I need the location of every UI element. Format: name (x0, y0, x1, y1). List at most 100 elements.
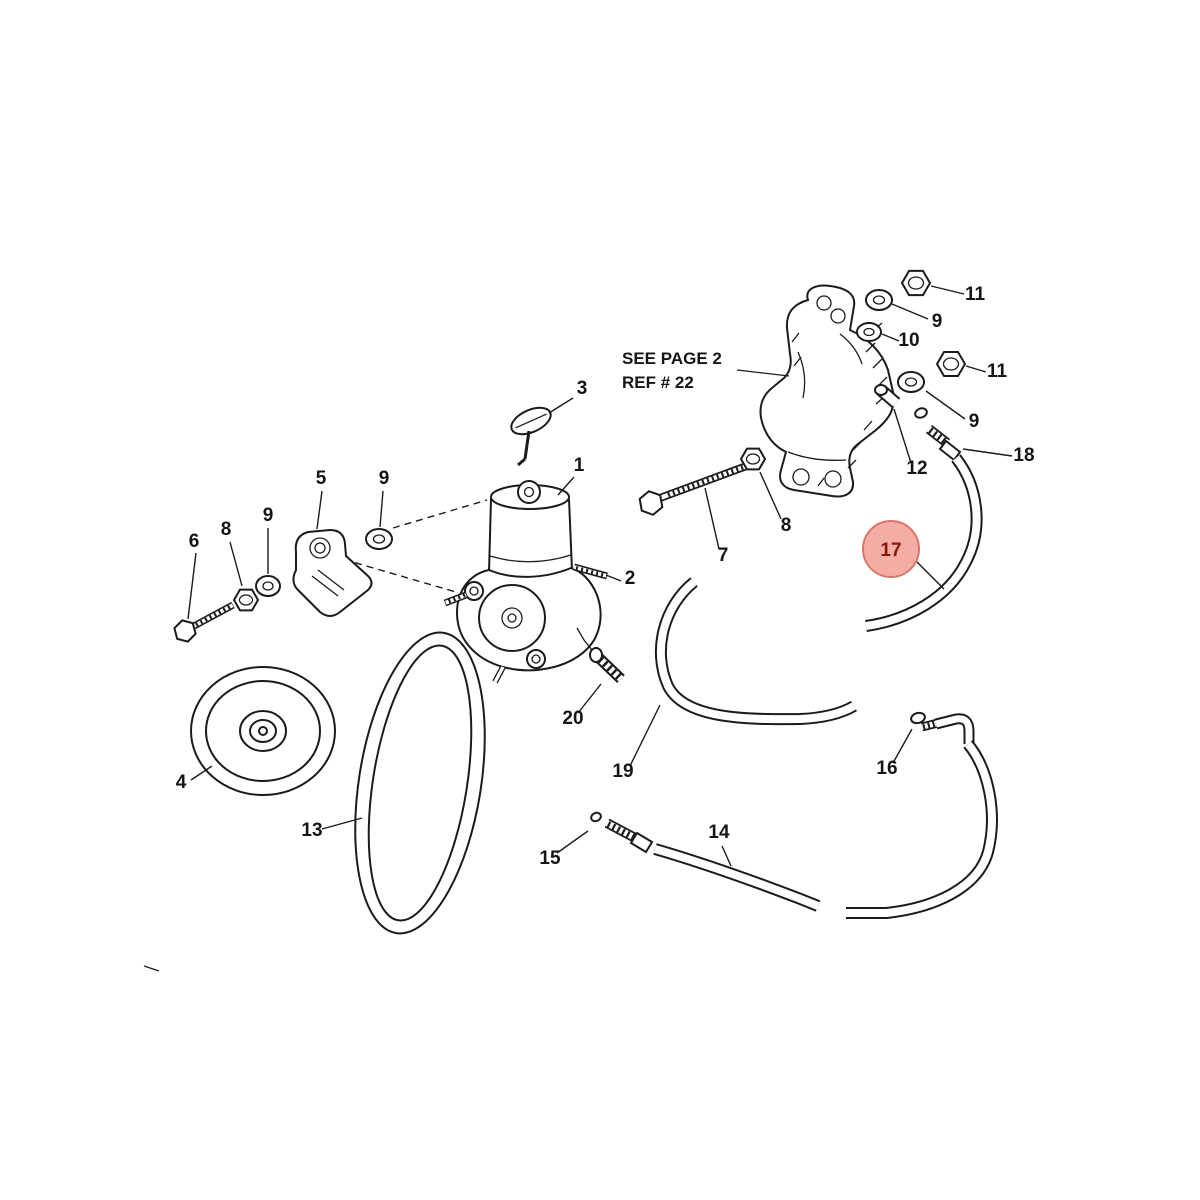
part-label-18: 18 (1013, 445, 1034, 466)
nut-body (900, 269, 932, 297)
bolt-threads (667, 461, 753, 498)
part-fitting-15 (604, 818, 654, 854)
part-label-9a: 9 (932, 311, 943, 332)
leader-16 (892, 728, 913, 764)
alignment-dashed-line (331, 555, 457, 593)
highlight-circle[interactable] (863, 521, 919, 577)
part-label-8b: 8 (781, 515, 792, 536)
pump-stud-core (493, 666, 505, 683)
leader-9c (379, 490, 384, 528)
part-pump-1 (443, 480, 602, 684)
reservoir-cap-center (523, 486, 535, 498)
bracket-hole (816, 295, 832, 311)
part-label-13: 13 (301, 820, 322, 841)
part-label-7: 7 (718, 545, 729, 566)
washer-hole (904, 377, 918, 387)
bracket-plate (292, 528, 373, 617)
note-line1: SEE PAGE 2 (622, 349, 722, 368)
fitting-coupling-nut (938, 439, 962, 462)
hatch-stroke (852, 441, 862, 451)
washer-outer (865, 289, 893, 311)
pump-ear (526, 649, 546, 669)
pump-stud-threads (444, 593, 466, 605)
hatch-stroke (847, 459, 857, 469)
part-label-5: 5 (316, 468, 327, 489)
fitting-coupling-nut (629, 831, 654, 854)
bolt-head (173, 619, 197, 643)
part-washer-9b (897, 371, 925, 393)
pump-ear-hole (531, 654, 541, 664)
part-label-12: 12 (906, 458, 927, 479)
bracket-slot (317, 569, 345, 591)
part-pulley-4 (190, 666, 336, 796)
top-mounting-bracket (759, 284, 895, 498)
reservoir-right-side (568, 498, 573, 571)
leader-15 (556, 830, 589, 854)
nut-body (232, 588, 260, 612)
bracket-hole-inner (314, 542, 326, 554)
small-oring (914, 407, 928, 419)
part-bracket-5 (292, 528, 373, 617)
leader-6 (187, 552, 197, 620)
nut-bore (238, 594, 254, 606)
fitting-threads (597, 656, 624, 682)
part-hose-19 (654, 577, 858, 726)
washer-hole (872, 295, 886, 305)
pulley-center (258, 726, 268, 736)
leader-2 (605, 574, 622, 582)
part-label-19: 19 (612, 761, 633, 782)
part-bolt-6 (173, 601, 235, 643)
bracket-fold (839, 333, 863, 365)
nut-body (739, 447, 767, 471)
leader-17 (915, 560, 945, 590)
washer-outer (255, 575, 281, 597)
part-stud-2 (573, 563, 608, 580)
pump-ear (464, 581, 484, 601)
small-oring (590, 811, 602, 823)
fitting-core (605, 820, 639, 842)
part-hose-14 (653, 843, 821, 912)
washer-hole (372, 534, 386, 544)
part-label-15: 15 (539, 848, 561, 869)
part-label-10: 10 (898, 330, 919, 351)
part-label-20: 20 (562, 708, 583, 729)
part-label-14: 14 (708, 822, 730, 843)
hatch-stroke (791, 332, 800, 343)
leader-7 (704, 487, 720, 550)
nut-bore (942, 357, 960, 371)
part-label-17[interactable]: 17 (880, 540, 901, 561)
bolt-shaft-core (193, 603, 234, 628)
part-hose-17 (865, 454, 983, 632)
part-lockwasher-10 (856, 322, 883, 342)
hose-inner (653, 845, 820, 910)
key-stem (523, 430, 531, 460)
leader-8a (229, 541, 243, 587)
hose-outer (654, 577, 858, 726)
leader-9b (925, 390, 966, 420)
part-oring-16 (910, 711, 926, 725)
leader-11b (965, 365, 987, 373)
hatch-stroke (817, 477, 825, 487)
bracket-outline (759, 284, 895, 498)
leader-19 (629, 704, 661, 767)
part-label-11a: 11 (965, 284, 986, 305)
highlight-17[interactable]: 17 (862, 520, 920, 578)
hose-inner (865, 455, 981, 630)
reservoir-left-side (488, 498, 492, 573)
pump-ear-hole (469, 586, 479, 596)
fitting-end (589, 647, 603, 663)
part-label-16: 16 (876, 758, 897, 779)
part-washer-9c (365, 528, 393, 550)
hose-inner (656, 578, 857, 724)
leader-10 (881, 333, 900, 342)
nut-body (935, 351, 967, 377)
nut-bore (745, 453, 761, 465)
bolt-head (638, 490, 664, 516)
leader-lines (187, 285, 1013, 867)
part-fitting-20 (576, 627, 625, 683)
washer-outer (365, 528, 393, 550)
washer-outer (856, 322, 882, 342)
bushing-end (874, 384, 888, 396)
belt-inner-edge (367, 644, 473, 922)
